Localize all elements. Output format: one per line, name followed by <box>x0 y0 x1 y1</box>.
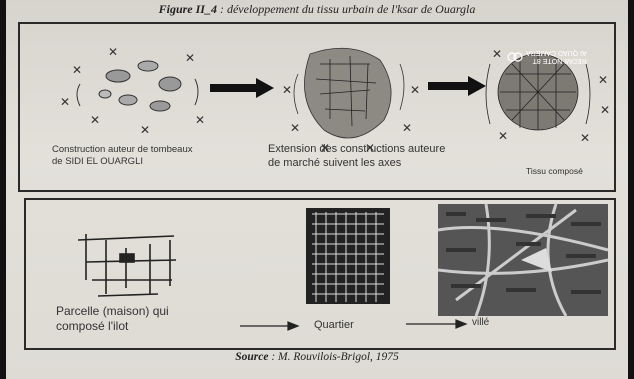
svg-text:✕: ✕ <box>195 113 205 127</box>
parcel-sketch <box>77 234 177 297</box>
growth-stages-sketches: ✕ ✕ ✕ ✕ ✕ ✕ ✕ ✕ <box>60 45 610 155</box>
arrow-ville <box>406 319 468 329</box>
scale-sketches <box>77 203 609 331</box>
stage3-caption: Tissu composé <box>526 166 583 176</box>
figure-title: : développement du tissu urbain de l'ksa… <box>216 2 476 16</box>
camera-watermark: REDMI NOTE 8T AI QUAD CAMERA <box>504 48 596 66</box>
arrow-1 <box>210 78 274 98</box>
watermark-line1: REDMI NOTE 8T <box>532 57 587 64</box>
figure-label: Figure II_4 <box>158 2 217 16</box>
stage3-sketch: ✕ ✕ ✕ ✕ ✕ <box>485 47 610 145</box>
watermark-line2: AI QUAD CAMERA <box>526 49 587 56</box>
svg-text:✕: ✕ <box>410 83 420 97</box>
svg-text:✕: ✕ <box>185 51 195 65</box>
svg-text:✕: ✕ <box>598 73 608 87</box>
svg-text:✕: ✕ <box>492 47 502 61</box>
stage2-caption: Extension des constructions auteure de m… <box>268 143 446 169</box>
arrow-quartier <box>240 321 300 331</box>
source-label: Source <box>235 351 269 363</box>
stage2-sketch: ✕ ✕ ✕ ✕ ✕ ✕ <box>282 47 420 155</box>
arrow-2 <box>428 76 486 96</box>
parcel-caption: Parcelle (maison) qui composé l'ilot <box>56 304 169 333</box>
svg-text:✕: ✕ <box>320 141 330 155</box>
stage1-caption: Construction auteur de tombeaux de SIDI … <box>52 144 193 167</box>
ville-map <box>437 203 609 317</box>
stage1-sketch: ✕ ✕ ✕ ✕ ✕ ✕ ✕ <box>60 45 205 137</box>
svg-text:✕: ✕ <box>580 131 590 145</box>
svg-text:✕: ✕ <box>90 113 100 127</box>
ville-caption: villé <box>472 317 490 328</box>
scale-panel: Parcelle (maison) qui composé l'ilot Qua… <box>24 198 616 350</box>
svg-text:✕: ✕ <box>498 129 508 143</box>
quartier-map <box>306 208 390 304</box>
quartier-caption: Quartier <box>314 319 354 331</box>
svg-text:✕: ✕ <box>600 103 610 117</box>
source-line: Source : M. Rouvilois-Brigol, 1975 <box>6 351 628 363</box>
book-page: Figure II_4 : développement du tissu urb… <box>6 0 628 379</box>
svg-text:✕: ✕ <box>140 123 150 137</box>
source-text: : M. Rouvilois-Brigol, 1975 <box>268 351 399 363</box>
growth-stages-panel: ✕ ✕ ✕ ✕ ✕ ✕ ✕ ✕ <box>18 22 616 192</box>
svg-text:✕: ✕ <box>365 141 375 155</box>
figure-caption: Figure II_4 : développement du tissu urb… <box>6 2 628 17</box>
svg-text:✕: ✕ <box>72 63 82 77</box>
svg-text:✕: ✕ <box>402 121 412 135</box>
svg-text:✕: ✕ <box>290 121 300 135</box>
svg-text:✕: ✕ <box>108 45 118 59</box>
svg-text:✕: ✕ <box>282 83 292 97</box>
svg-text:✕: ✕ <box>60 95 70 109</box>
